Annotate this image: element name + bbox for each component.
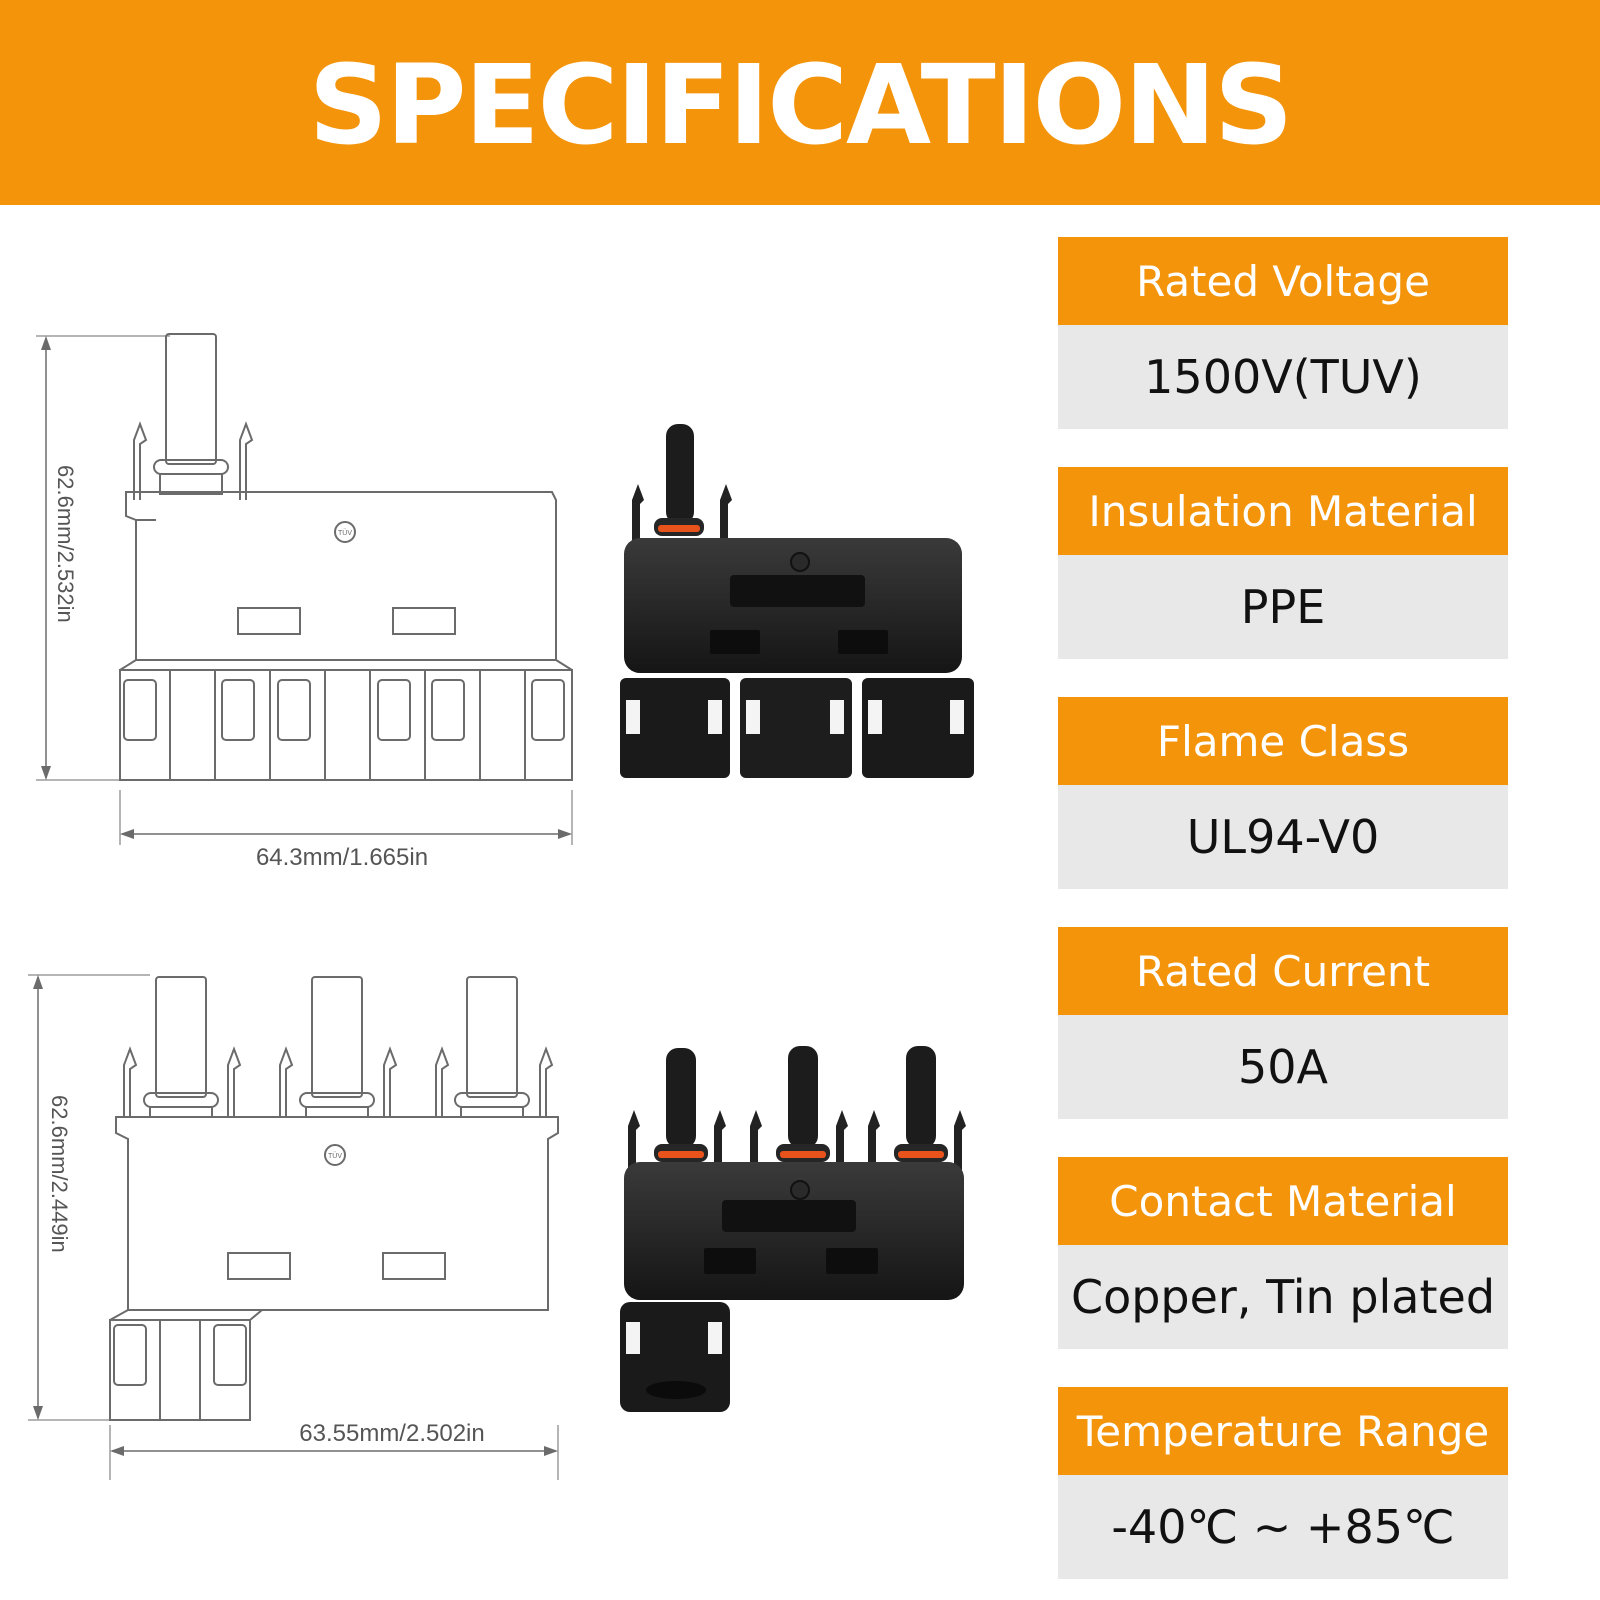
page-title: SPECIFICATIONS [308, 40, 1294, 169]
spec-label: Rated Current [1058, 927, 1508, 1015]
connector-1-to-3-photo [620, 424, 974, 778]
tuv-mark: TÜV [338, 529, 352, 537]
spec-label: Rated Voltage [1058, 237, 1508, 325]
tuv-mark: TÜV [328, 1152, 342, 1160]
height-dimension-label: 62.6mm/2.449in [47, 1095, 72, 1253]
connector-3-to-1-drawing: TÜV 62.6mm/2.449in 63.55mm/2.502in [28, 974, 559, 1480]
spec-insulation-material: Insulation Material PPE [1058, 467, 1508, 659]
spec-value: 1500V(TUV) [1058, 325, 1508, 429]
width-dimension-label: 63.55mm/2.502in [299, 1420, 484, 1447]
header-banner: SPECIFICATIONS [0, 0, 1600, 205]
height-dimension-label: 62.6mm/2.532in [53, 465, 78, 623]
spec-value: UL94-V0 [1058, 785, 1508, 889]
spec-label: Contact Material [1058, 1157, 1508, 1245]
spec-value: PPE [1058, 555, 1508, 659]
spec-rated-voltage: Rated Voltage 1500V(TUV) [1058, 237, 1508, 429]
spec-value: Copper, Tin plated [1058, 1245, 1508, 1349]
spec-contact-material: Contact Material Copper, Tin plated [1058, 1157, 1508, 1349]
spec-label: Temperature Range [1058, 1387, 1508, 1475]
spec-value: 50A [1058, 1015, 1508, 1119]
spec-label: Insulation Material [1058, 467, 1508, 555]
spec-temperature-range: Temperature Range -40℃ ~ +85℃ [1058, 1387, 1508, 1579]
connector-3-to-1-photo [620, 1046, 966, 1412]
spec-rated-current: Rated Current 50A [1058, 927, 1508, 1119]
connector-1-to-3-drawing: TÜV 62.6mm/2.532in 64.3mm/1.665in [36, 333, 573, 871]
width-dimension-label: 64.3mm/1.665in [256, 844, 428, 871]
spec-label: Flame Class [1058, 697, 1508, 785]
spec-flame-class: Flame Class UL94-V0 [1058, 697, 1508, 889]
spec-value: -40℃ ~ +85℃ [1058, 1475, 1508, 1579]
